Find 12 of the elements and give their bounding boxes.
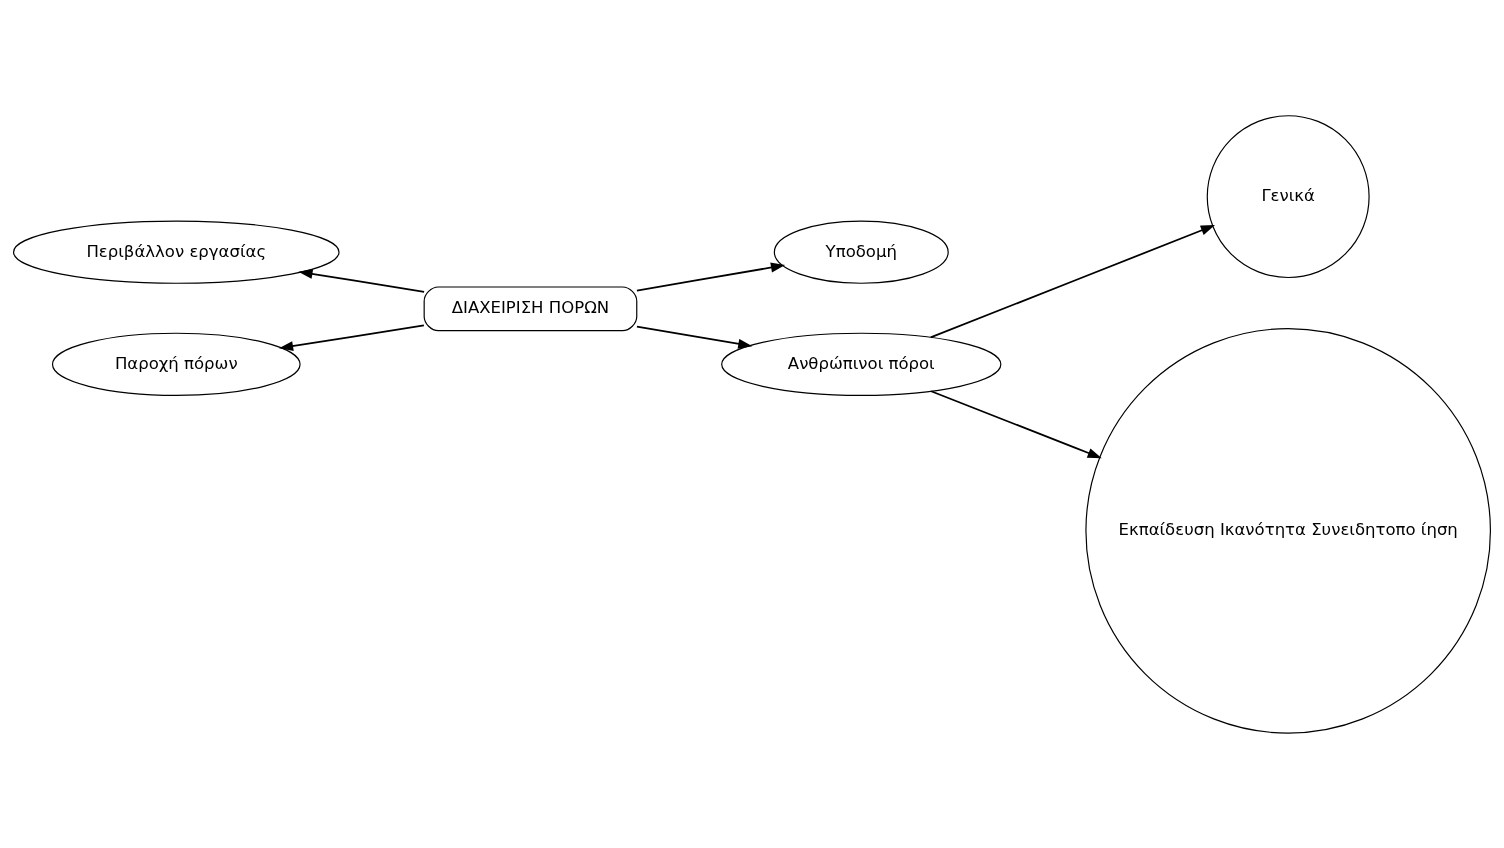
node-circle: Γενικά — [1206, 114, 1370, 278]
arrow — [636, 262, 786, 292]
arrow — [930, 389, 1102, 458]
arrow — [636, 325, 753, 349]
arrow — [298, 268, 425, 293]
node-ellipse: Υποδομή — [773, 219, 949, 284]
node-box: ΔΙΑΧΕΙΡΙΣΗ ΠΟΡΩΝ — [423, 285, 638, 331]
node-ellipse: Περιβάλλον εργασίας — [13, 219, 340, 284]
arrow — [929, 224, 1216, 338]
arrow — [278, 324, 425, 351]
node-ellipse: Παροχή πόρων — [51, 332, 301, 396]
node-ellipse: Ανθρώπινοι πόροι — [721, 332, 1002, 396]
